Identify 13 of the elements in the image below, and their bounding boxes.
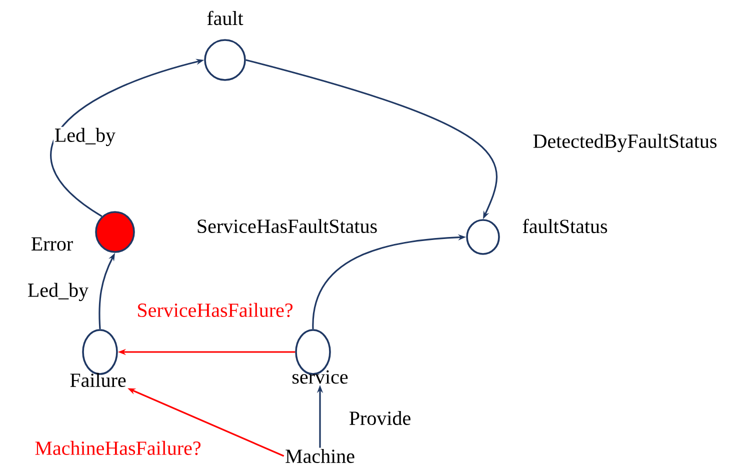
- edge-label: ServiceHasFaultStatus: [195, 218, 379, 234]
- node-label: fault: [207, 10, 244, 26]
- node-label: faultStatus: [522, 218, 608, 234]
- edge-label: Led_by: [53, 126, 117, 148]
- edge-label: MachineHasFailure?: [34, 440, 202, 456]
- edge-label: ServiceHasFailure?: [136, 302, 294, 318]
- node-label: Failure: [70, 372, 126, 388]
- edge-label: Provide: [348, 410, 412, 426]
- edge-label: DetectedByFaultStatus: [532, 132, 718, 154]
- node-label: service: [292, 370, 348, 384]
- edge-label: Led_by: [26, 282, 90, 302]
- node-text: Machine: [286, 448, 354, 464]
- node-label: Error: [31, 237, 73, 251]
